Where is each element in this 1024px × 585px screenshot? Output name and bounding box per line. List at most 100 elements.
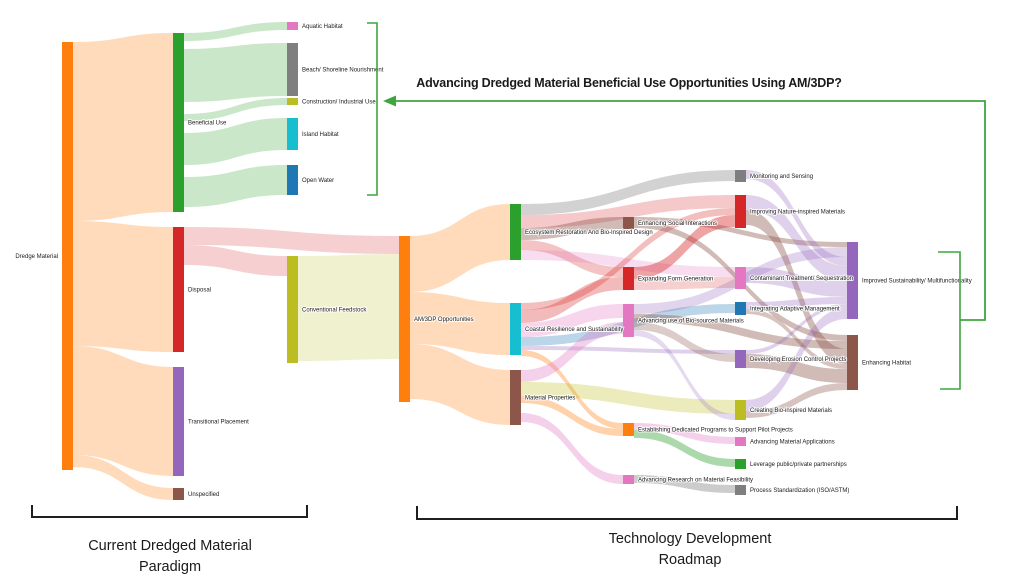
paradigm-bracket <box>31 505 308 518</box>
sankey-link-dredge_material-to-unspecified <box>73 455 173 500</box>
node-label-transitional_placement: Transitional Placement <box>188 420 249 426</box>
feedback-arrowhead-icon <box>383 95 396 107</box>
node-label-establishing_programs: Establishing Dedicated Programs to Suppo… <box>638 428 793 434</box>
sankey-link-improving_nature-to-enhancing_habitat <box>746 210 847 364</box>
sankey-link-integrating_adaptive-to-enhancing_habitat <box>746 309 847 369</box>
sankey-node-monitoring_sensing <box>735 170 746 182</box>
sankey-link-am3dp-to-material_properties <box>410 344 510 425</box>
sankey-node-island_habitat <box>287 118 298 150</box>
sankey-link-enhancing_social-to-improved_sustainability <box>634 217 847 247</box>
node-label-coastal_resilience: Coastal Resilience and Sustainability <box>525 327 623 333</box>
sankey-node-enhancing_habitat <box>847 335 858 390</box>
node-label-island_habitat: Island Habitat <box>302 132 339 138</box>
node-label-enhancing_social: Enhancing Social Interactions <box>638 221 717 227</box>
sankey-node-advancing_material_apps <box>735 437 746 446</box>
node-label-advancing_research: Advancing Research on Material Feasibili… <box>638 478 753 484</box>
annotation-layer <box>31 22 986 520</box>
sankey-link-advancing_biosourced-to-developing_erosion <box>634 322 735 362</box>
roadmap-bracket <box>416 506 958 520</box>
sankey-node-advancing_research <box>623 475 634 484</box>
node-label-creating_bioinspired: Creating Bio-inspired Materials <box>750 408 832 414</box>
sankey-link-establishing_programs-to-advancing_material_apps <box>634 423 735 444</box>
node-label-conventional_feedstock: Conventional Feedstock <box>302 308 367 314</box>
node-label-integrating_adaptive: Integrating Adaptive Management <box>750 307 840 313</box>
sankey-link-ecosystem_restoration-to-improving_nature <box>521 195 735 228</box>
sankey-node-advancing_biosourced <box>623 304 634 337</box>
sankey-node-transitional_placement <box>173 367 184 476</box>
node-label-improving_nature: Improving Nature-inspired Materials <box>750 210 845 216</box>
node-label-beach_shoreline: Beach/ Shoreline Nourishment <box>302 68 384 74</box>
sankey-node-unspecified <box>173 488 184 500</box>
sankey-node-developing_erosion <box>735 350 746 368</box>
sankey-link-am3dp-to-coastal_resilience <box>410 292 510 355</box>
sankey-link-ecosystem_restoration-to-monitoring_sensing <box>521 170 735 215</box>
sankey-link-material_properties-to-advancing_research <box>521 413 623 484</box>
sankey-node-material_properties <box>510 370 521 425</box>
sankey-node-leverage_partnerships <box>735 459 746 469</box>
feedback-arrow-line <box>390 100 986 321</box>
sankey-node-am3dp <box>399 236 410 402</box>
sankey-link-beneficial_use-to-construction_industrial <box>184 98 287 121</box>
node-label-am3dp: AM/3DP Opportunities <box>414 317 474 323</box>
sankey-links-layer <box>73 22 847 500</box>
sankey-node-creating_bioinspired <box>735 400 746 420</box>
sankey-link-advancing_biosourced-to-creating_bioinspired <box>634 330 735 420</box>
sankey-link-disposal-to-am3dp <box>184 227 399 254</box>
sankey-node-coastal_resilience <box>510 303 521 355</box>
sankey-node-improving_nature <box>735 195 746 228</box>
sankey-link-material_properties-to-advancing_biosourced <box>521 322 623 382</box>
sankey-link-advancing_research-to-process_standardization <box>634 475 735 493</box>
sankey-link-developing_erosion-to-enhancing_habitat <box>746 354 847 383</box>
sankey-node-ecosystem_restoration <box>510 204 521 260</box>
sankey-link-ecosystem_restoration-to-enhancing_social <box>521 217 623 240</box>
sankey-link-coastal_resilience-to-advancing_biosourced <box>521 304 623 337</box>
node-label-leverage_partnerships: Leverage public/private partnerships <box>750 462 847 468</box>
node-label-open_water: Open Water <box>302 178 334 184</box>
sankey-link-improving_nature-to-improved_sustainability <box>746 195 847 281</box>
node-label-dredge_material: Dredge Material <box>15 254 58 260</box>
sankey-link-expanding_form-to-contaminant_treatment <box>634 277 735 290</box>
sankey-link-disposal-to-conventional_feedstock <box>184 245 287 276</box>
sankey-link-creating_bioinspired-to-improved_sustainability <box>746 308 847 411</box>
sankey-link-monitoring_sensing-to-improved_sustainability <box>746 170 847 266</box>
sankey-nodes-layer <box>62 22 858 500</box>
sankey-link-conventional_feedstock-to-am3dp <box>298 254 399 361</box>
sankey-labels-layer: Dredge Material Beneficial UseDisposalTra… <box>14 23 972 499</box>
sankey-link-beneficial_use-to-beach_shoreline <box>184 43 287 102</box>
sankey-node-open_water <box>287 165 298 195</box>
node-label-disposal: Disposal <box>188 288 211 294</box>
sankey-link-beneficial_use-to-open_water <box>184 165 287 207</box>
node-label-enhancing_habitat: Enhancing Habitat <box>862 361 911 367</box>
sankey-link-advancing_biosourced-to-enhancing_habitat <box>634 314 847 349</box>
outcomes-bracket <box>938 251 961 390</box>
sankey-link-coastal_resilience-to-improving_nature <box>521 208 735 310</box>
sankey-node-expanding_form <box>623 267 634 290</box>
node-label-advancing_material_apps: Advancing Material Applications <box>750 440 835 446</box>
sankey-link-material_properties-to-establishing_programs <box>521 396 623 436</box>
sankey-link-creating_bioinspired-to-enhancing_habitat <box>746 383 847 418</box>
sankey-node-improved_sustainability <box>847 242 858 319</box>
sankey-link-dredge_material-to-beneficial_use <box>73 33 173 221</box>
roadmap-bracket-label: Technology Development Roadmap <box>608 531 772 569</box>
node-label-aquatic_habitat: Aquatic Habitat <box>302 24 343 30</box>
node-label-process_standardization: Process Standardization (ISO/ASTM) <box>750 488 849 494</box>
node-label-construction_industrial: Construction/ Industrial Use <box>302 100 376 106</box>
sankey-node-dredge_material <box>62 42 73 470</box>
node-label-monitoring_sensing: Monitoring and Sensing <box>750 174 813 180</box>
node-label-contaminant_treatment: Contaminant Treatment/ Sequestration <box>750 276 853 282</box>
node-label-material_properties: Material Properties <box>525 396 575 402</box>
sankey-link-coastal_resilience-to-establishing_programs <box>521 350 623 429</box>
sankey-link-expanding_form-to-improving_nature <box>634 215 735 279</box>
node-label-improved_sustainability: Improved Sustainability/ Multifunctional… <box>862 279 972 285</box>
node-label-beneficial_use: Beneficial Use <box>188 121 227 127</box>
sankey-link-dredge_material-to-disposal <box>73 221 173 352</box>
slide-title: Advancing Dredged Material Beneficial Us… <box>416 76 842 90</box>
sankey-node-establishing_programs <box>623 423 634 436</box>
sankey-link-beneficial_use-to-aquatic_habitat <box>184 22 287 41</box>
sankey-node-contaminant_treatment <box>735 267 746 289</box>
sankey-node-enhancing_social <box>623 217 634 229</box>
sankey-link-establishing_programs-to-leverage_partnerships <box>634 430 735 467</box>
sankey-node-beneficial_use <box>173 33 184 212</box>
